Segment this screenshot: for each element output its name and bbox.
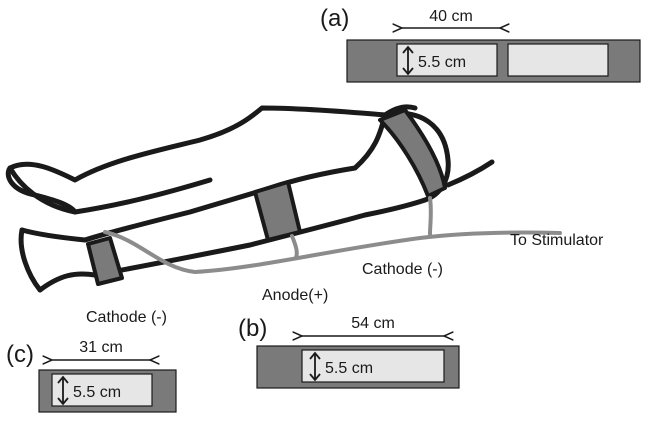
knee-electrode (253, 180, 302, 242)
thigh-wire (428, 196, 433, 236)
panel-a-letter: (a) (320, 5, 349, 32)
panel-c-width-arrow-icon (57, 375, 69, 406)
panel-a-width-arrow-icon (402, 45, 414, 76)
upper-leg-outline (7, 104, 418, 215)
panel-b-pad (301, 349, 445, 383)
panel-b-length-label: 54 cm (351, 315, 395, 332)
anode-label: Anode(+) (262, 287, 328, 304)
panel-c-width-label: 5.5 cm (73, 384, 121, 401)
panel-c-pad (51, 373, 153, 407)
stimulator-wires (103, 196, 562, 275)
upper-foot-outline (5, 165, 78, 215)
panel-c-letter: (c) (6, 341, 34, 368)
leg-electrodes (86, 108, 447, 286)
cathode-ankle-label: Cathode (-) (86, 309, 167, 326)
panel-a: (a) 40 cm 5.5 cm (320, 5, 641, 83)
panel-c-length-label: 31 cm (79, 339, 123, 356)
thigh-electrode (378, 108, 447, 198)
main-wire (103, 230, 562, 275)
panel-b: (b) 54 cm 5.5 cm (238, 315, 460, 389)
panel-b-letter: (b) (238, 315, 267, 342)
panel-a-pad-right (507, 43, 609, 77)
panel-a-pad-left (396, 43, 498, 77)
panel-c: (c) 31 cm 5.5 cm (6, 339, 177, 413)
stimulator-label: To Stimulator (510, 232, 604, 249)
panel-b-width-arrow-icon (309, 351, 321, 382)
panel-a-width-label: 5.5 cm (418, 54, 466, 71)
panel-b-width-label: 5.5 cm (325, 360, 373, 377)
lower-leg-outline (19, 112, 428, 293)
cathode-thigh-label: Cathode (-) (362, 261, 443, 278)
ankle-electrode (86, 236, 124, 286)
panel-a-length-label: 40 cm (429, 8, 473, 25)
lower-foot-outline (18, 227, 43, 293)
knee-wire (290, 234, 299, 260)
